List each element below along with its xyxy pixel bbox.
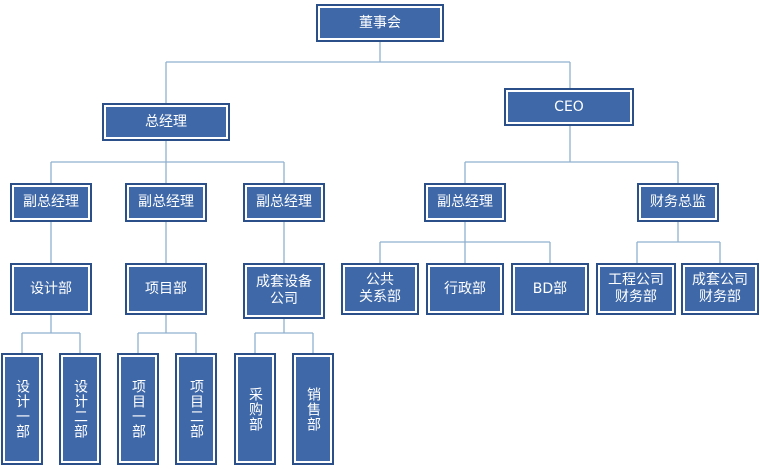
node-deputy-gm-1: 副总经理 [10, 183, 92, 222]
node-ceo-deputy: 副总经理 [424, 183, 506, 222]
node-ceo: CEO [504, 88, 634, 126]
node-bd-dept: BD部 [511, 263, 589, 315]
node-admin-dept: 行政部 [426, 263, 504, 315]
node-equipment-finance: 成套公司 财务部 [681, 263, 759, 315]
node-sales-dept: 销售部 [292, 353, 334, 465]
node-engineering-finance: 工程公司 财务部 [596, 263, 676, 315]
node-project-dept-2: 项目二部 [175, 353, 217, 465]
node-design-dept-1: 设计一部 [1, 353, 43, 465]
node-finance-director: 财务总监 [637, 183, 719, 222]
node-equipment-company: 成套设备 公司 [243, 263, 325, 319]
node-project-dept-1: 项目一部 [117, 353, 159, 465]
node-purchasing-dept: 采购部 [234, 353, 276, 465]
node-project-dept: 项目部 [125, 263, 207, 315]
node-general-manager: 总经理 [102, 103, 230, 141]
node-design-dept: 设计部 [10, 263, 92, 315]
node-design-dept-2: 设计二部 [59, 353, 101, 465]
node-pr-dept: 公共 关系部 [341, 263, 419, 315]
node-deputy-gm-3: 副总经理 [243, 183, 325, 222]
node-deputy-gm-2: 副总经理 [125, 183, 207, 222]
node-board: 董事会 [316, 4, 444, 42]
